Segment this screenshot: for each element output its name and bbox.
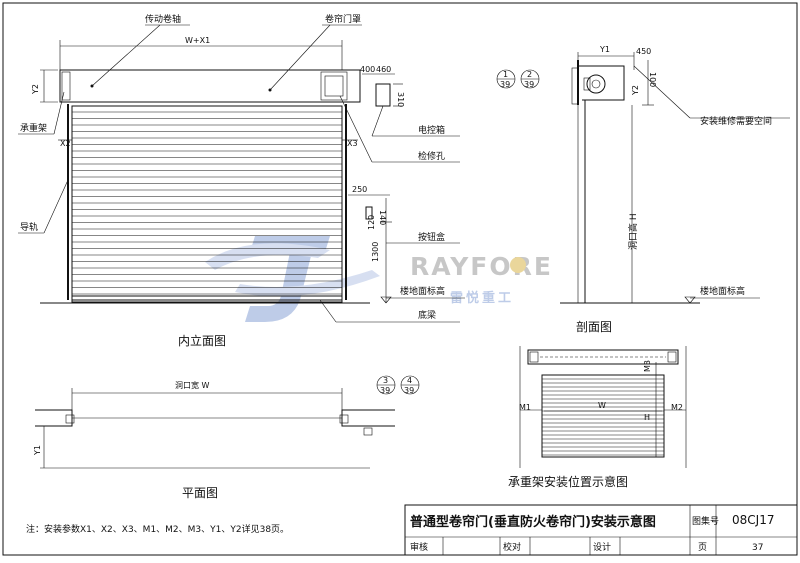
ref-page-1: 39: [500, 80, 510, 89]
elevation-view: W+X1 Y2 X2 X3 传动卷轴 卷帘门罩: [18, 13, 465, 348]
ref-page-4: 39: [404, 386, 414, 395]
section-view: Y1 450 100 Y2 安装维修需要空间 洞口高 H 楼地面标高 剖面图: [560, 45, 790, 334]
ref-page-3: 39: [380, 386, 390, 395]
label-bearing-frame: 承重架: [20, 122, 47, 134]
dim-y1-section: Y1: [599, 45, 610, 54]
ref-page-2: 39: [524, 80, 534, 89]
watermark: RAYFORE 雷悦重工: [205, 236, 553, 322]
watermark-brand-cn: 雷悦重工: [450, 290, 514, 306]
plan-view: 洞口宽 W Y1 平面图: [33, 380, 395, 500]
dim-140: 140: [378, 210, 387, 225]
dim-x3: X3: [347, 139, 358, 148]
check-label: 校对: [503, 541, 521, 553]
page-label: 页: [698, 542, 707, 553]
bearing-beam: [527, 349, 679, 365]
label-guide-rail: 导轨: [20, 221, 38, 233]
watermark-logo: [205, 236, 380, 322]
dim-opening-width: 洞口宽 W: [175, 380, 210, 390]
dim-opening-height: 洞口高 H: [627, 213, 639, 250]
dim-120: 120: [367, 215, 376, 230]
plan-wall-right: [341, 409, 395, 427]
section-drive-shaft: [586, 74, 606, 94]
review-label: 审核: [410, 541, 428, 553]
inspection-hole-box: [320, 71, 348, 101]
dim-m1: M1: [519, 403, 531, 412]
bearing-door: [541, 374, 665, 458]
label-button-box: 按钮盒: [418, 231, 445, 243]
door-cover-box: [59, 69, 361, 103]
dim-1300: 1300: [371, 242, 380, 262]
button-box-shape: [365, 206, 373, 220]
plan-control-box: [363, 427, 373, 436]
atlas-no-label: 图集号: [692, 515, 719, 527]
design-label: 设计: [593, 541, 611, 553]
title-elevation: 内立面图: [178, 333, 226, 348]
atlas-no: 08CJ17: [732, 513, 774, 527]
plan-wall-left: [35, 409, 73, 427]
dim-width: W+X1: [185, 36, 210, 45]
dim-450: 450: [636, 47, 651, 56]
section-housing: [578, 65, 625, 101]
bearing-position-view: M3 M1 M2 W H 承重架安装位置示意图: [508, 346, 687, 489]
dim-m2: M2: [671, 403, 683, 412]
dim-w-small: W: [598, 401, 606, 410]
title-plan: 平面图: [182, 486, 218, 500]
title-block: 普通型卷帘门(垂直防火卷帘门)安装示意图 图集号 08CJ17 审核 校对 设计…: [404, 504, 798, 556]
label-control-box: 电控箱: [418, 124, 445, 136]
label-floor-level: 楼地面标高: [400, 285, 445, 297]
dim-400: 400: [360, 65, 375, 74]
ref-num-2: 2: [527, 70, 532, 79]
label-bottom-beam: 底梁: [418, 309, 436, 321]
dim-460: 460: [376, 65, 391, 74]
label-drive-shaft: 传动卷轴: [145, 13, 181, 25]
dim-y2-section: Y2: [631, 85, 640, 96]
label-door-cover: 卷帘门罩: [325, 13, 361, 25]
watermark-brand-en: RAYFORE: [410, 252, 553, 281]
dim-y1-plan: Y1: [33, 445, 42, 456]
dim-y2-left: Y2: [31, 84, 40, 95]
dim-h-small: H: [644, 413, 650, 422]
watermark-dot: [510, 257, 526, 273]
control-box-shape: [375, 83, 391, 107]
note-text: 注：安装参数X1、X2、X3、M1、M2、M3、Y1、Y2详见38页。: [26, 523, 289, 535]
label-floor-level-section: 楼地面标高: [700, 285, 745, 297]
ref-num-3: 3: [383, 376, 388, 385]
title-section: 剖面图: [576, 320, 612, 334]
bottom-beam: [71, 295, 343, 303]
page-number: 37: [752, 543, 763, 553]
dim-x2: X2: [60, 139, 71, 148]
ref-num-1: 1: [503, 70, 508, 79]
reference-marks-section: 1 39 2 39: [496, 69, 540, 89]
bearing-frame-left: [61, 71, 71, 101]
ref-num-4: 4: [407, 376, 412, 385]
door-slats: [72, 111, 342, 295]
label-inspection-hole: 检修孔: [418, 150, 445, 162]
dim-310: 310: [396, 92, 405, 107]
sheet-border: [2, 2, 798, 556]
label-maintenance-space: 安装维修需要空间: [700, 115, 772, 127]
title-bearing-position: 承重架安装位置示意图: [508, 474, 628, 489]
reference-marks-plan: 3 39 4 39: [376, 375, 420, 395]
dim-250: 250: [352, 185, 367, 194]
dim-m3: M3: [643, 360, 652, 372]
dim-100: 100: [648, 72, 657, 87]
title-block-title: 普通型卷帘门(垂直防火卷帘门)安装示意图: [410, 514, 656, 530]
